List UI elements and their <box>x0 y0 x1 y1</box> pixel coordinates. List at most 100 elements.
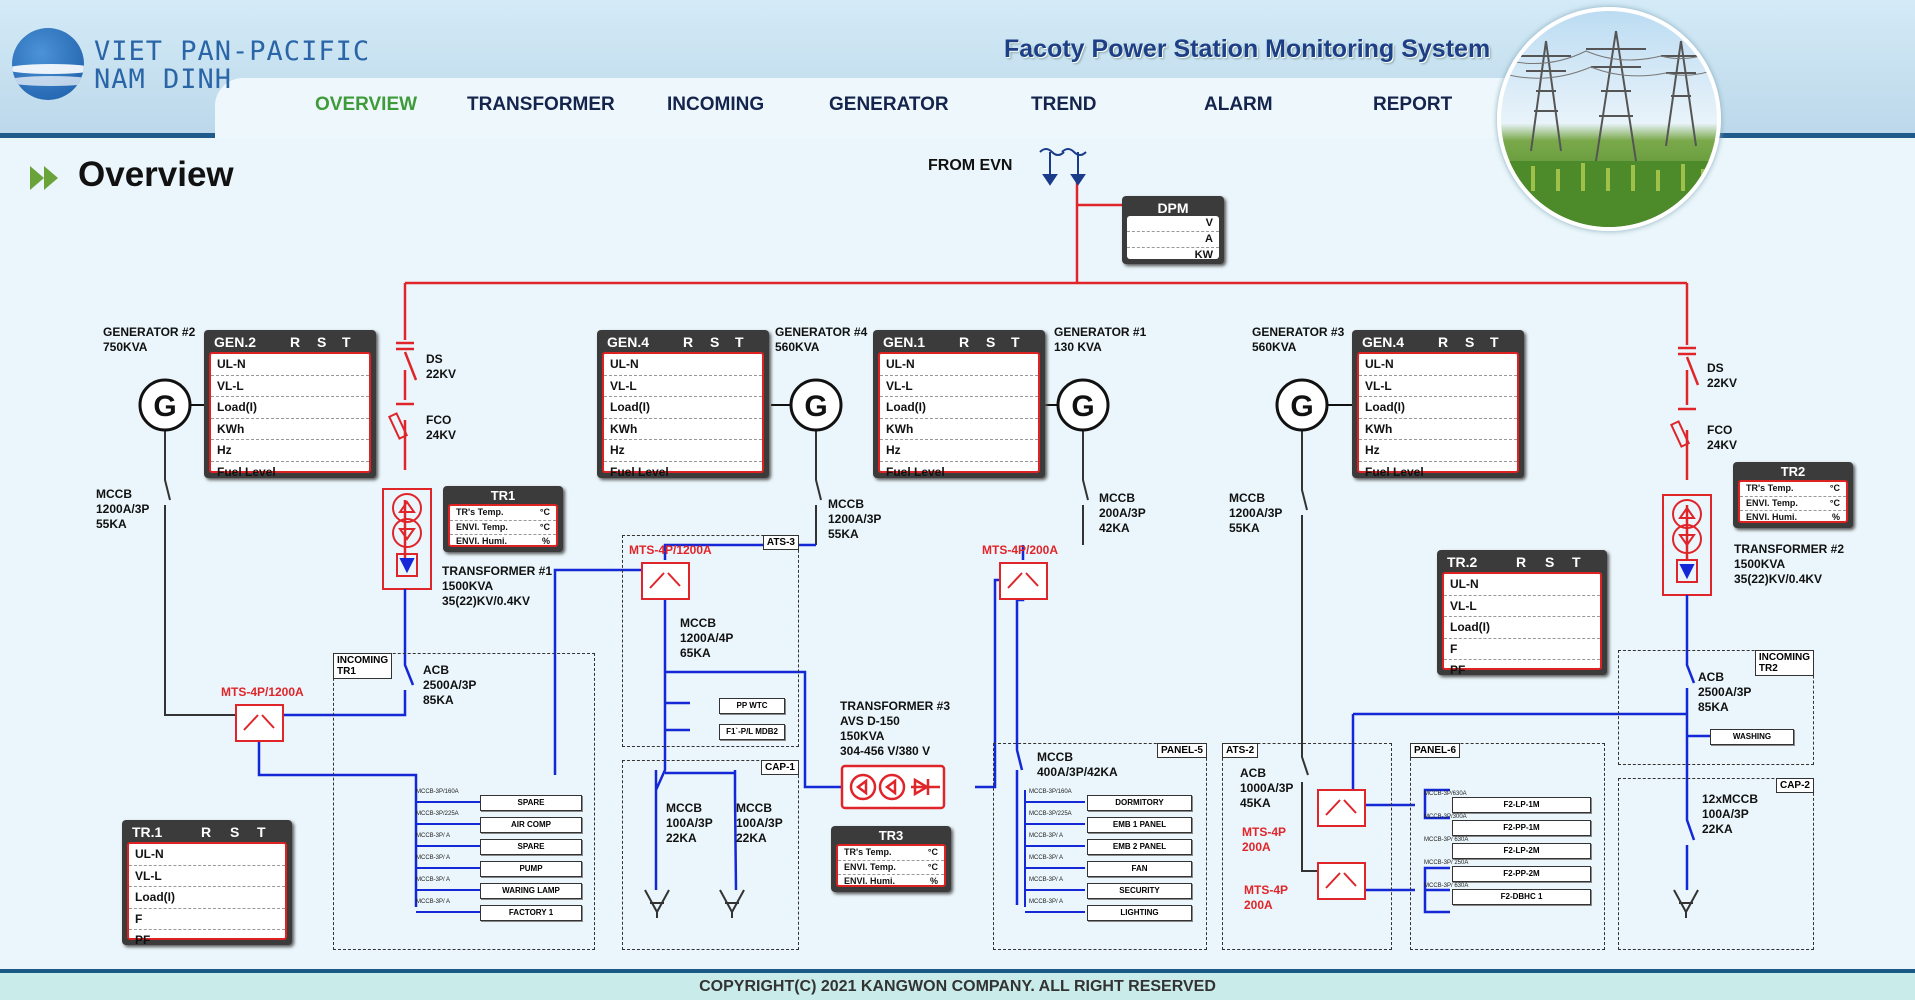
page-title: Overview <box>78 155 234 194</box>
feeder-mccb-label: MCCB-3P/160A <box>416 789 459 795</box>
fco1-icon <box>387 412 409 440</box>
tr-panel-row: PF <box>1450 663 1466 677</box>
mccb-ats3-label: MCCB 1200A/4P 65KA <box>680 616 734 660</box>
feeder-box[interactable]: F2-PP-2M <box>1452 866 1591 882</box>
from-evn-label: FROM EVN <box>928 157 1013 174</box>
group-panel5: PANEL-5 <box>993 743 1207 950</box>
dpm-panel[interactable]: DPM V A KW <box>1122 196 1224 264</box>
dpm-title: DPM <box>1157 200 1189 216</box>
feeder-mccb-label: MCCB-3P/225A <box>416 811 459 817</box>
mccb-gen2-label: MCCB 1200A/3P 55KA <box>96 487 150 531</box>
title-arrows-icon <box>30 166 58 190</box>
mts5-label: MTS-4P/200A <box>982 543 1059 557</box>
gen-panel-row: VL-L <box>211 376 369 397</box>
feeder-mccb-label: MCCB-3P/ A <box>416 833 451 839</box>
acb1-label: ACB 2500A/3P 85KA <box>423 663 477 707</box>
mts1-icon <box>235 704 284 742</box>
mccb-cap1a-label: MCCB 100A/3P 22KA <box>666 801 713 845</box>
feeder-box[interactable]: F2-PP-1M <box>1452 820 1591 836</box>
feeder-box[interactable]: F2-LP-1M <box>1452 797 1591 813</box>
nav-report[interactable]: REPORT <box>1373 94 1453 115</box>
tr-panel-title: TR.2 <box>1447 554 1478 570</box>
feeder-box[interactable]: FACTORY 1 <box>480 905 582 921</box>
transformer1-icon <box>382 488 432 590</box>
phase-label: S <box>986 334 996 350</box>
phase-label: R <box>1516 554 1527 570</box>
tr-panel-row: UL-N <box>1444 574 1600 596</box>
gen-panel-title: GEN.4 <box>1362 334 1405 350</box>
nav-alarm[interactable]: ALARM <box>1204 94 1273 115</box>
mccb-panel5-label: MCCB 400A/3P/42KA <box>1037 750 1118 779</box>
feeder-box[interactable]: WARING LAMP <box>480 883 582 899</box>
mccb-gen4-label: MCCB 1200A/3P 55KA <box>828 497 882 541</box>
feeder-box[interactable]: F1`-P/L MDB2 <box>719 724 785 740</box>
tr-panel-row: VL-L <box>1444 596 1600 617</box>
mts1-label: MTS-4P/1200A <box>221 685 304 699</box>
nav-generator[interactable]: GENERATOR <box>829 94 949 115</box>
feeder-box[interactable]: SPARE <box>480 795 582 811</box>
feeder-mccb-label: MCCB-3P/ A <box>1029 899 1064 905</box>
temp-panel-title: TR2 <box>1780 464 1806 479</box>
temp-row: ENVI. Humi.% <box>456 536 550 546</box>
feeder-box[interactable]: PUMP <box>480 861 582 877</box>
capacitor-icons <box>644 889 1699 918</box>
feeder-box[interactable]: EMB 1 PANEL <box>1087 817 1192 833</box>
ds1-icon <box>396 341 418 406</box>
feeder-box[interactable]: WASHING <box>1710 729 1794 745</box>
gen-panel-row: KWh <box>1359 419 1517 440</box>
logo-line-1: VIET PAN-PACIFIC <box>94 36 371 67</box>
tr-panel-row: F <box>129 909 285 930</box>
tr-panel-row: PF <box>135 933 151 947</box>
group-cap1: CAP-1 <box>622 760 799 950</box>
feeder-box[interactable]: DORMITORY <box>1087 795 1192 811</box>
transformer3-label: TRANSFORMER #3 AVS D-150 150KVA 304-456 … <box>840 699 951 758</box>
temp-row: ENVI. Temp.°C <box>1740 497 1846 511</box>
gen-panel-row: UL-N <box>604 354 762 376</box>
group-panel6: PANEL-6 <box>1410 743 1605 950</box>
phase-label: T <box>1011 334 1020 350</box>
gen-panel-row: Hz <box>1359 440 1517 462</box>
temp-row: TR's Temp.°C <box>838 846 944 861</box>
group-incoming-tr2: INCOMING TR2 <box>1618 650 1814 765</box>
gen-panel-row: Load(I) <box>1359 397 1517 419</box>
gen-feeder-lines <box>164 428 1318 872</box>
feeder-box[interactable]: SPARE <box>480 839 582 855</box>
feeder-box[interactable]: EMB 2 PANEL <box>1087 839 1192 855</box>
phase-label: T <box>735 334 744 350</box>
feeder-box[interactable]: FAN <box>1087 861 1192 877</box>
phase-label: R <box>959 334 970 350</box>
gen1-label: GENERATOR #1 130 KVA <box>1054 325 1147 354</box>
gen-panel-row: UL-N <box>1359 354 1517 376</box>
logo-line-2: NAM DINH <box>94 64 233 95</box>
temp-row: ENVI. Humi.% <box>1746 512 1840 522</box>
feeder-box[interactable]: SECURITY <box>1087 883 1192 899</box>
company-logo-icon <box>12 28 84 100</box>
feeder-box[interactable]: F2-DBHC 1 <box>1452 889 1591 905</box>
feeder-box[interactable]: F2-LP-2M <box>1452 843 1591 859</box>
nav-overview[interactable]: OVERVIEW <box>315 94 418 115</box>
ds1-label: DS 22KV <box>426 352 457 381</box>
gen-panel-row: VL-L <box>1359 376 1517 397</box>
gen-panel-row: KWh <box>211 419 369 440</box>
nav-incoming[interactable]: INCOMING <box>667 94 765 115</box>
nav-trend[interactable]: TREND <box>1031 94 1097 115</box>
feeder-box[interactable]: LIGHTING <box>1087 905 1192 921</box>
gen-panel-row: Fuel Level <box>1365 464 1424 479</box>
temp-panel-title: TR3 <box>878 828 904 843</box>
feeder-box[interactable]: AIR COMP <box>480 817 582 833</box>
feeder-box[interactable]: PP WTC <box>719 698 785 714</box>
phase-label: S <box>710 334 720 350</box>
gen-panel-row: Fuel Level <box>217 464 276 479</box>
nav-transformer[interactable]: TRANSFORMER <box>467 94 615 115</box>
temp-row: ENVI. Temp.°C <box>450 521 556 535</box>
